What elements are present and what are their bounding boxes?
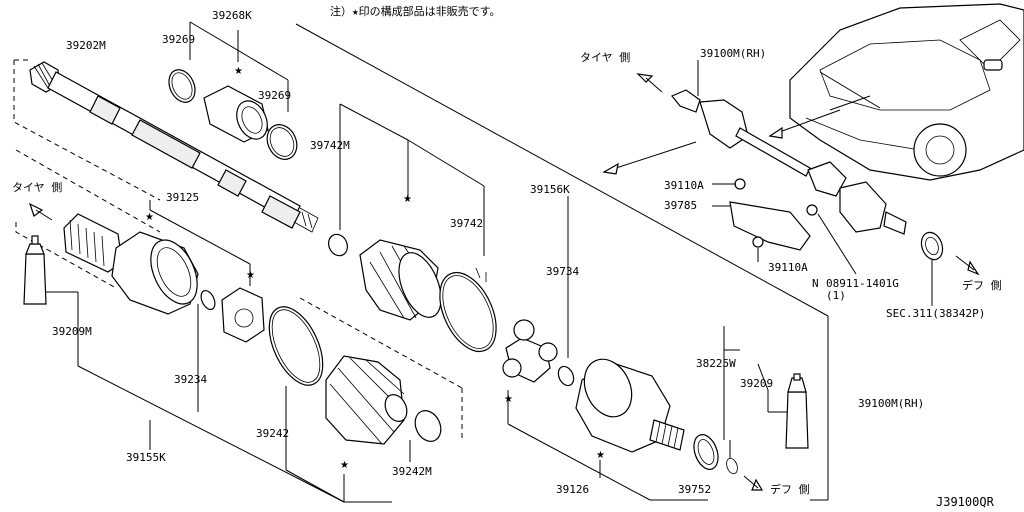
outer-boot-39242 — [268, 297, 463, 445]
assembly-frame — [295, 23, 829, 501]
label-39742: 39742 — [450, 217, 484, 230]
grease-tube-39209M — [23, 235, 79, 366]
label-39110A-bottom: 39110A — [768, 261, 808, 274]
outer-joint-39155K — [15, 149, 265, 343]
tripod-assembly — [502, 196, 575, 387]
label-39155K: 39155K — [126, 451, 166, 464]
label-39126: 39126 — [556, 483, 590, 496]
label-39242: 39242 — [256, 427, 290, 440]
star-mark: ★ — [596, 450, 605, 461]
label-39269-top: 39269 — [162, 33, 196, 46]
vehicle-sketch — [768, 3, 1024, 181]
damper-assembly — [168, 21, 298, 160]
label-39734: 39734 — [546, 265, 580, 278]
label-39156K: 39156K — [530, 183, 570, 196]
non-sale-note: 注）★印の構成部品は非販売です。 — [330, 5, 501, 18]
label-39242M: 39242M — [392, 465, 432, 478]
label-39234: 39234 — [174, 373, 208, 386]
n-symbol: N — [812, 277, 819, 290]
diff-side-label-bottom: デフ 側 — [770, 483, 810, 496]
diagram-code: J39100QR — [936, 495, 994, 509]
label-39100M-rh-top: 39100M(RH) — [700, 47, 767, 60]
label-39742M: 39742M — [310, 139, 350, 152]
shaft-39202M — [13, 59, 319, 233]
tire-side-label-top: タイヤ 側 — [580, 51, 631, 64]
label-08911-1401G: 08911-1401G — [826, 277, 899, 290]
star-marks: ★ ★ ★ ★ ★ ★ ★ — [145, 66, 605, 471]
label-39785: 39785 — [664, 199, 698, 212]
housing-39126 — [507, 358, 738, 501]
label-38225W: 38225W — [696, 357, 736, 370]
grease-tube-39209 — [767, 373, 809, 449]
label-39752: 39752 — [678, 483, 712, 496]
label-39268K: 39268K — [212, 9, 252, 22]
star-mark: ★ — [145, 212, 154, 223]
star-mark: ★ — [246, 270, 255, 281]
diff-side-label-right: デフ 側 — [962, 279, 1002, 292]
label-39100M-rh-right: 39100M(RH) — [858, 397, 925, 410]
leader-lines — [77, 200, 769, 503]
label-39125: 39125 — [166, 191, 200, 204]
direction-arrows — [28, 73, 980, 491]
label-39110A-top: 39110A — [664, 179, 704, 192]
label-39209M: 39209M — [52, 325, 92, 338]
star-mark: ★ — [403, 194, 412, 205]
tire-side-label-left: タイヤ 側 — [12, 181, 63, 194]
label-sec311: SEC.311(38342P) — [886, 307, 986, 320]
label-39209: 39209 — [740, 377, 774, 390]
star-mark: ★ — [234, 66, 243, 77]
star-mark: ★ — [340, 460, 349, 471]
label-39269-right: 39269 — [258, 89, 292, 102]
label-08911-qty: (1) — [826, 289, 846, 302]
rh-driveshaft — [602, 60, 944, 306]
inner-boot — [328, 103, 497, 352]
star-mark: ★ — [504, 394, 513, 405]
label-39202M: 39202M — [66, 39, 106, 52]
